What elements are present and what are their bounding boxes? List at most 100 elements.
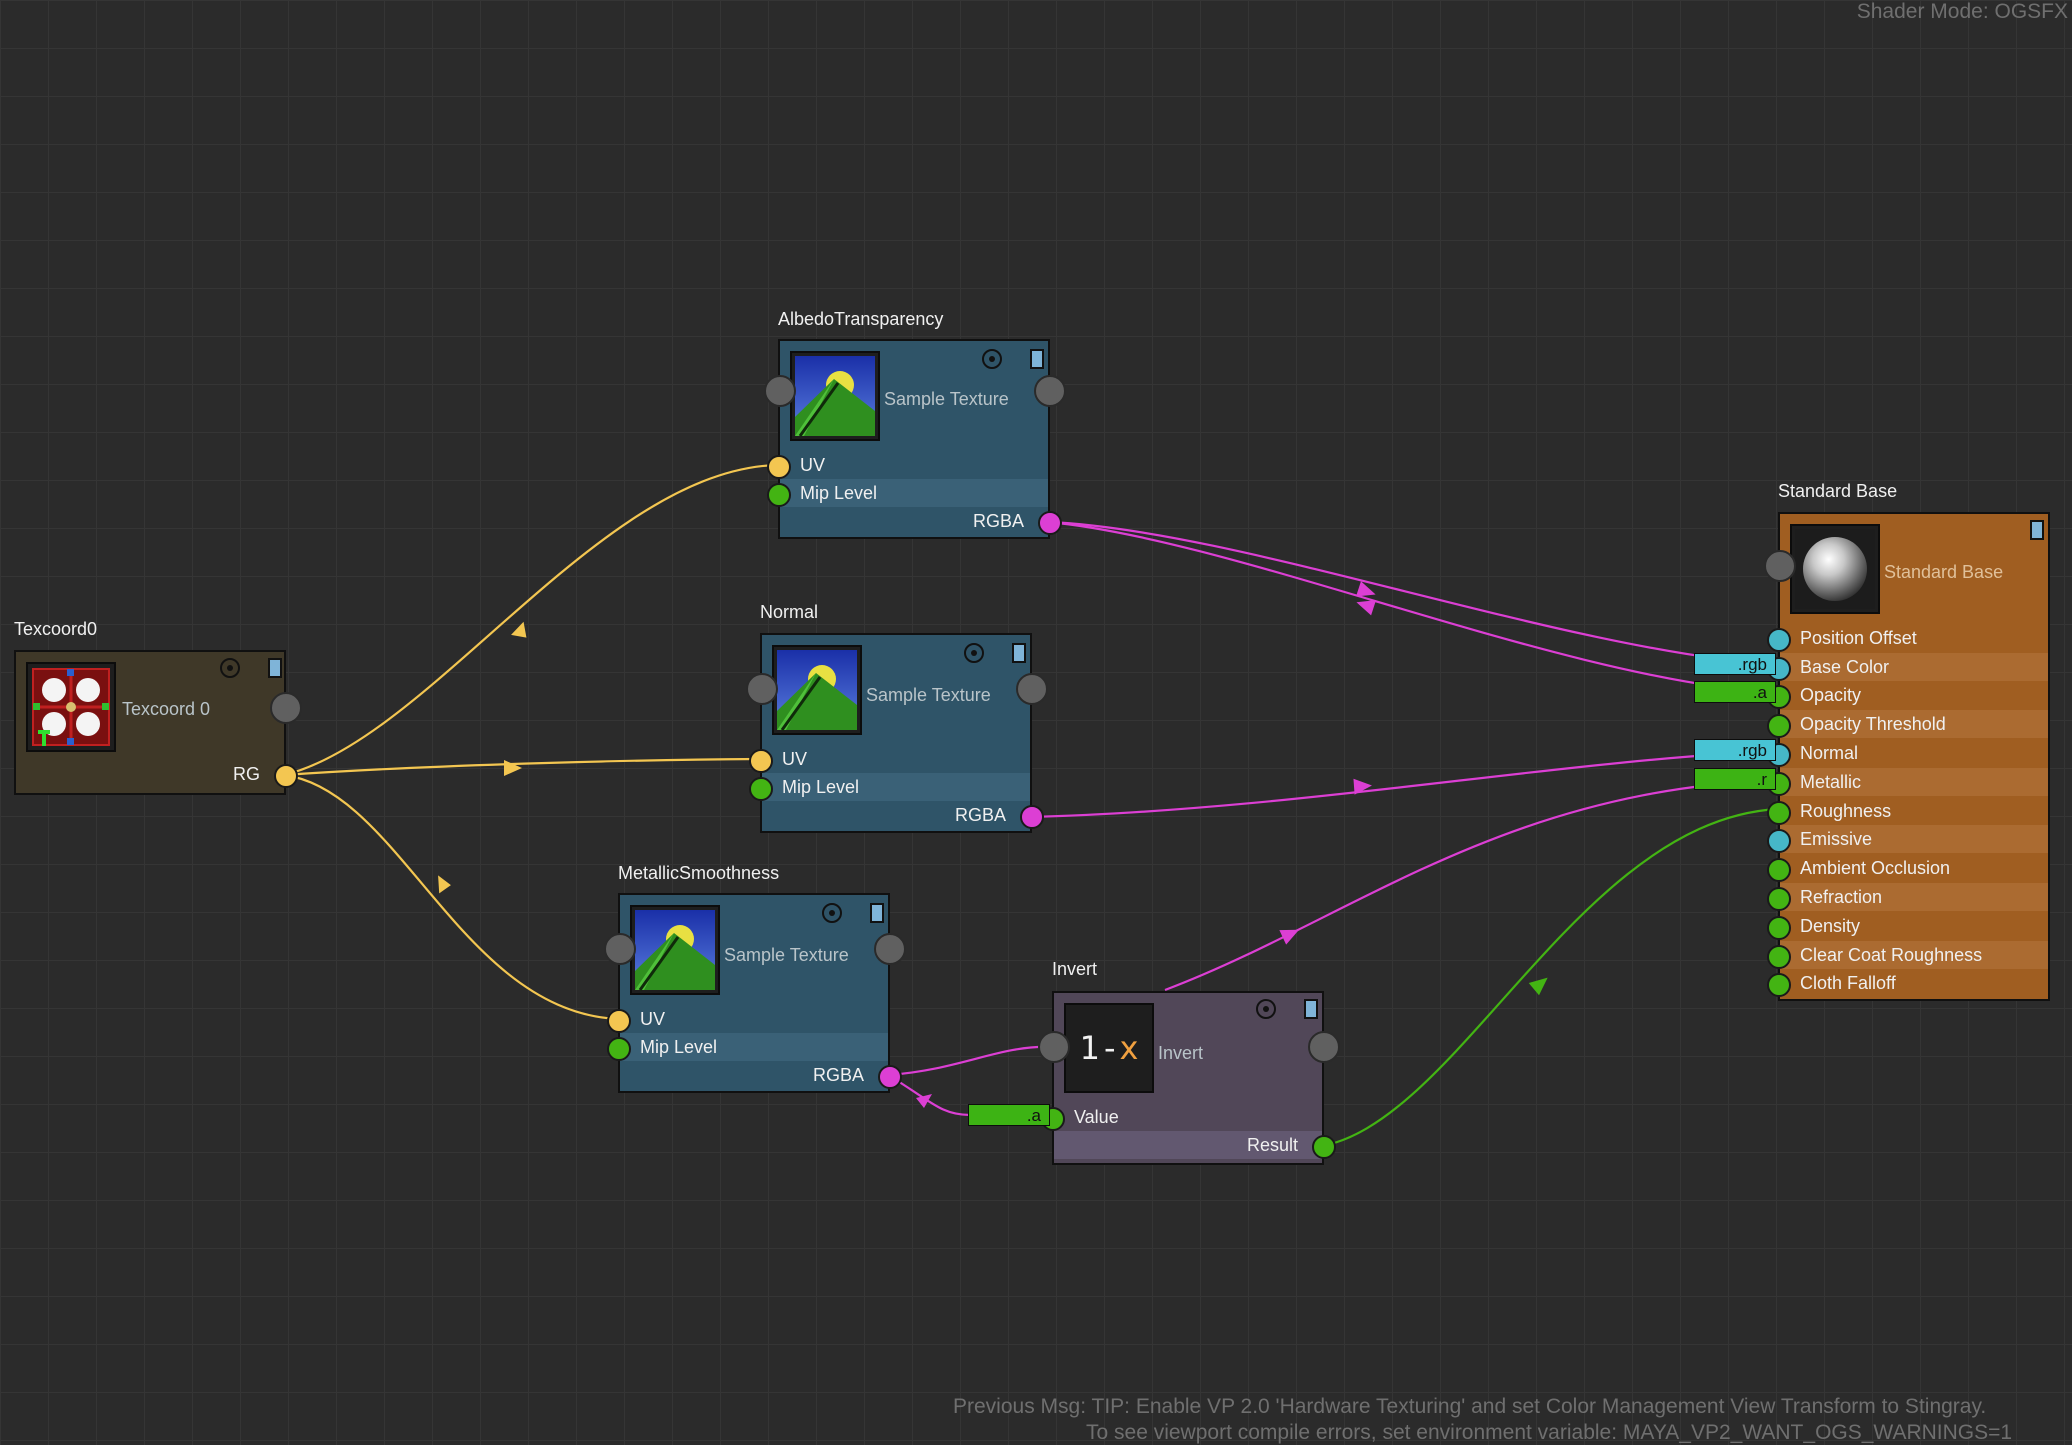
texcoord-output-label: RG — [233, 764, 260, 784]
input-row-emissive: Emissive — [1780, 825, 2048, 853]
metallic-mip-input-port[interactable] — [607, 1037, 631, 1061]
normal-rgba-output-port[interactable] — [1020, 805, 1044, 829]
invert-value-swizzle[interactable]: .a — [968, 1104, 1050, 1126]
input-label: Cloth Falloff — [1800, 973, 1896, 993]
wire-rg-albedo-uv — [283, 463, 778, 777]
base-color-swizzle[interactable]: .rgb — [1694, 653, 1776, 675]
standard-base-node[interactable]: Standard Base Position Offset Base Color… — [1764, 512, 2050, 1001]
wire-invert-roughness — [1321, 807, 1779, 1148]
invert-node-input-port[interactable] — [1038, 1031, 1070, 1063]
invert-node-main-port[interactable] — [1308, 1031, 1340, 1063]
input-label: Base Color — [1800, 657, 1890, 677]
target-icon[interactable] — [982, 349, 1002, 369]
input-row-ambient-occlusion: Ambient Occlusion — [1780, 854, 2048, 882]
position-offset-input-port[interactable] — [1767, 628, 1791, 652]
cloth-falloff-input-port[interactable] — [1767, 973, 1791, 997]
metallic-node-input-port[interactable] — [604, 933, 636, 965]
wire-rg-normal-uv — [283, 757, 760, 777]
document-icon[interactable] — [2030, 520, 2044, 540]
standard-base-node-input-port[interactable] — [1764, 550, 1796, 582]
standard-base-node-subtitle: Standard Base — [1884, 562, 2004, 582]
clear-coat-roughness-input-port[interactable] — [1767, 945, 1791, 969]
normal-swizzle[interactable]: .rgb — [1694, 739, 1776, 761]
albedo-node-subtitle: Sample Texture — [884, 389, 1009, 409]
metallic-node[interactable]: Sample Texture UV Mip Level RGBA — [604, 893, 906, 1093]
shader-mode-label: Shader Mode: OGSFX — [1856, 0, 2068, 23]
normal-mip-input-port[interactable] — [749, 777, 773, 801]
one-minus-x-icon-minus: - — [1103, 1029, 1116, 1067]
texcoord-node-title: Texcoord0 — [14, 619, 98, 639]
input-label: Clear Coat Roughness — [1800, 945, 1983, 965]
texcoord-output-row: RG — [16, 760, 284, 788]
albedo-uv-label: UV — [800, 455, 826, 475]
wire-rg-metallic-uv — [283, 773, 618, 1021]
texcoord-node-main-port[interactable] — [270, 692, 302, 724]
sphere-icon — [1790, 524, 1880, 614]
normal-node[interactable]: Sample Texture UV Mip Level RGBA — [746, 633, 1048, 833]
albedo-node-input-port[interactable] — [764, 375, 796, 407]
texcoord-rg-output-port[interactable] — [274, 764, 298, 788]
one-minus-x-icon-one: 1 — [1079, 1029, 1100, 1067]
normal-uv-row: UV — [762, 745, 1030, 773]
density-input-port[interactable] — [1767, 916, 1791, 940]
metallic-swizzle[interactable]: .r — [1694, 768, 1776, 790]
refraction-input-port[interactable] — [1767, 887, 1791, 911]
landscape-image-icon — [772, 645, 862, 735]
normal-output-label: RGBA — [954, 805, 1006, 825]
albedo-output-row: RGBA — [780, 507, 1048, 535]
metallic-uv-row: UV — [620, 1005, 888, 1033]
landscape-image-icon — [790, 351, 880, 441]
document-icon[interactable] — [870, 903, 884, 923]
metallic-uv-label: UV — [640, 1009, 666, 1029]
roughness-input-port[interactable] — [1767, 801, 1791, 825]
normal-uv-input-port[interactable] — [749, 749, 773, 773]
emissive-input-port[interactable] — [1767, 829, 1791, 853]
input-label: Refraction — [1800, 887, 1883, 907]
input-row-metallic: Metallic — [1780, 768, 2048, 796]
input-label: Normal — [1800, 743, 1859, 763]
input-label: Metallic — [1800, 772, 1862, 792]
document-icon[interactable] — [268, 658, 282, 678]
albedo-node[interactable]: Sample Texture UV Mip Level RGBA — [764, 339, 1066, 539]
invert-value-row: Value — [1054, 1103, 1322, 1131]
metallic-uv-input-port[interactable] — [607, 1009, 631, 1033]
invert-node-subtitle: Invert — [1158, 1043, 1204, 1063]
document-icon[interactable] — [1304, 999, 1318, 1019]
albedo-node-main-port[interactable] — [1034, 375, 1066, 407]
document-icon[interactable] — [1030, 349, 1044, 369]
albedo-mip-row: Mip Level — [780, 479, 1048, 507]
opacity-threshold-input-port[interactable] — [1767, 714, 1791, 738]
albedo-uv-input-port[interactable] — [767, 455, 791, 479]
wire-normal-normal — [1029, 749, 1779, 819]
invert-output-row: Result — [1054, 1131, 1322, 1159]
previous-message: Previous Msg: TIP: Enable VP 2.0 'Hardwa… — [953, 1395, 1987, 1418]
opacity-swizzle[interactable]: .a — [1694, 681, 1776, 703]
invert-node[interactable]: 1 - x Invert Value Result — [1038, 991, 1340, 1165]
metallic-mip-row: Mip Level — [620, 1033, 888, 1061]
target-icon[interactable] — [822, 903, 842, 923]
normal-node-title: Normal — [760, 602, 819, 622]
ambient-occlusion-input-port[interactable] — [1767, 858, 1791, 882]
invert-result-output-port[interactable] — [1312, 1135, 1336, 1159]
albedo-mip-input-port[interactable] — [767, 483, 791, 507]
target-icon[interactable] — [964, 643, 984, 663]
normal-node-input-port[interactable] — [746, 673, 778, 705]
target-icon[interactable] — [220, 658, 240, 678]
metallic-rgba-output-port[interactable] — [878, 1065, 902, 1089]
standard-base-node-title: Standard Base — [1778, 481, 1898, 501]
normal-node-main-port[interactable] — [1016, 673, 1048, 705]
albedo-rgba-output-port[interactable] — [1038, 511, 1062, 535]
metallic-node-main-port[interactable] — [874, 933, 906, 965]
wire-metallic-metallic — [1164, 778, 1779, 992]
input-row-position-offset: Position Offset — [1780, 624, 2048, 652]
document-icon[interactable] — [1012, 643, 1026, 663]
target-icon[interactable] — [1256, 999, 1276, 1019]
normal-node-subtitle: Sample Texture — [866, 685, 991, 705]
input-row-base-color: Base Color — [1780, 653, 2048, 681]
input-label: Ambient Occlusion — [1800, 858, 1951, 878]
input-row-refraction: Refraction — [1780, 883, 2048, 911]
wire-metallic-invert — [887, 1045, 1051, 1077]
texcoord-node[interactable]: Texcoord 0 RG — [14, 650, 302, 795]
input-label: Density — [1800, 916, 1861, 936]
